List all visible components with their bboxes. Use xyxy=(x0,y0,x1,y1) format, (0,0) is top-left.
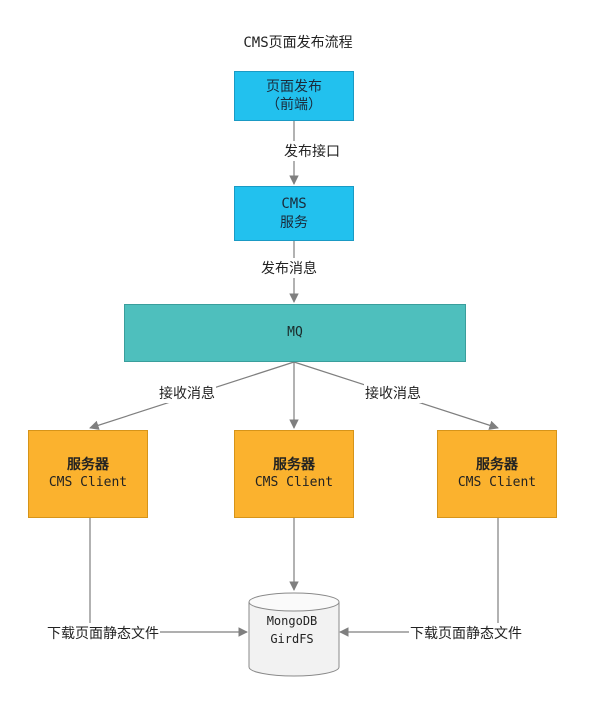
node-publish-frontend: 页面发布 （前端） xyxy=(234,71,354,121)
node-db-line2: GirdFS xyxy=(270,632,314,646)
node-client-right-line1: 服务器 xyxy=(476,457,518,474)
node-client-mid: 服务器 CMS Client xyxy=(234,430,354,518)
node-client-mid-line2: CMS Client xyxy=(254,474,334,490)
node-client-left: 服务器 CMS Client xyxy=(28,430,148,518)
node-db-line1: MongoDB xyxy=(266,614,318,628)
node-client-mid-line1: 服务器 xyxy=(273,457,315,474)
node-client-left-line2: CMS Client xyxy=(48,474,128,490)
edge-client-right-to-db xyxy=(339,518,499,637)
edge-label-publish-message: 发布消息 xyxy=(260,258,318,278)
node-client-left-line1: 服务器 xyxy=(67,457,109,474)
edge-label-download-right: 下载页面静态文件 xyxy=(409,623,523,643)
node-client-right: 服务器 CMS Client xyxy=(437,430,557,518)
database-cylinder-shape xyxy=(248,592,340,677)
edge-label-receive-right: 接收消息 xyxy=(364,383,422,403)
node-cms-line2: 服务 xyxy=(280,214,308,231)
node-client-right-line2: CMS Client xyxy=(457,474,537,490)
node-cms-line1: CMS xyxy=(281,196,307,213)
edge-label-publish-api: 发布接口 xyxy=(283,141,341,161)
node-cms-service: CMS 服务 xyxy=(234,186,354,241)
node-database: MongoDB GirdFS xyxy=(248,612,336,648)
edge-label-download-left: 下载页面静态文件 xyxy=(46,623,160,643)
edge-label-receive-left: 接收消息 xyxy=(158,383,216,403)
node-mq-label: MQ xyxy=(287,324,303,340)
diagram-title: CMS页面发布流程 xyxy=(243,35,353,51)
node-publish-line2: （前端） xyxy=(266,97,322,113)
node-publish-line1: 页面发布 xyxy=(266,78,322,95)
edge-client-left-to-db xyxy=(89,518,248,637)
node-mq: MQ xyxy=(124,304,466,362)
